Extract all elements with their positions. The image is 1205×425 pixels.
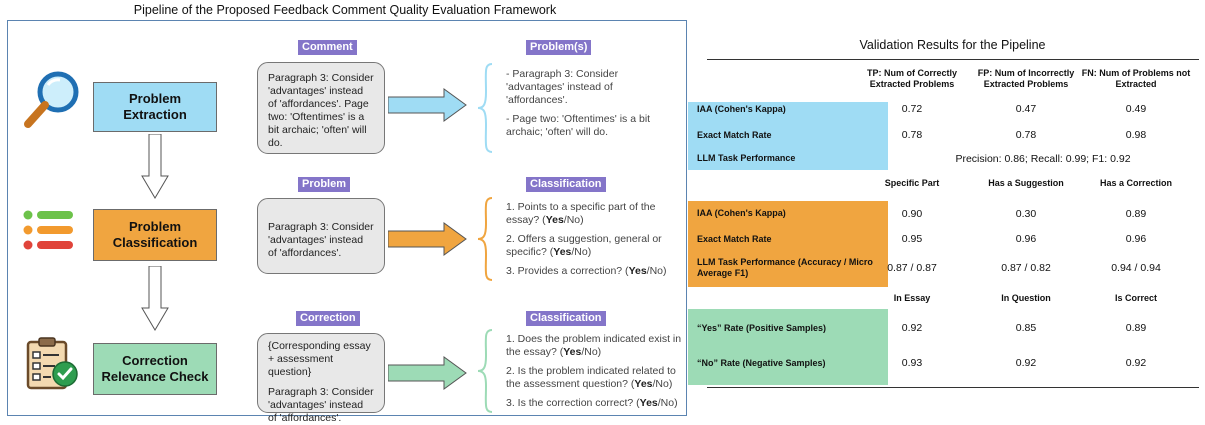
section-band-classification xyxy=(688,201,888,287)
column-header: Specific Part xyxy=(884,178,940,188)
correction-box: {Corresponding essay + assessment questi… xyxy=(257,333,385,424)
correction-header: Correction xyxy=(296,311,360,326)
table-cell: 0.92 xyxy=(1125,357,1147,369)
correction-context-text: {Corresponding essay + assessment questi… xyxy=(268,340,371,378)
comment-box: Paragraph 3: Consider 'advantages' inste… xyxy=(257,62,385,154)
llm-performance-value: Precision: 0.86; Recall: 0.99; F1: 0.92 xyxy=(955,153,1131,165)
column-header: Has a Correction xyxy=(1099,178,1173,188)
row-label: LLM Task Performance xyxy=(697,153,796,163)
table-cell: 0.96 xyxy=(1015,233,1037,245)
table-cell: 0.49 xyxy=(1125,103,1147,115)
table-cell: 0.96 xyxy=(1125,233,1147,245)
classification-header-2: Classification xyxy=(526,311,606,326)
table-cell: 0.98 xyxy=(1125,129,1147,141)
pipeline-title: Pipeline of the Proposed Feedback Commen… xyxy=(133,3,557,17)
magnifier-icon xyxy=(24,71,79,128)
comment-text: Paragraph 3: Consider 'advantages' inste… xyxy=(268,72,374,149)
table-top-rule xyxy=(707,59,1199,60)
stage-correction-relevance-check: Correction Relevance Check xyxy=(93,343,217,395)
relevance-list: 1. Does the problem indicated exist in t… xyxy=(506,333,684,416)
column-header: Is Correct xyxy=(1114,293,1158,303)
stage-problem-extraction: Problem Extraction xyxy=(93,82,217,132)
table-cell: 0.95 xyxy=(901,233,923,245)
row-label: Exact Match Rate xyxy=(697,234,772,244)
classification-item: 2. Offers a suggestion, general or speci… xyxy=(506,233,662,258)
table-cell: 0.89 xyxy=(1125,322,1147,334)
row-label: Exact Match Rate xyxy=(697,130,772,140)
classification-item: 1. Points to a specific part of the essa… xyxy=(506,201,656,226)
section-band-extraction xyxy=(688,102,888,170)
table-cell: 0.89 xyxy=(1125,208,1147,220)
stage-problem-classification: Problem Classification xyxy=(93,209,217,261)
brace-icon xyxy=(477,329,493,413)
right-arrow-icon xyxy=(388,356,467,390)
problems-header: Problem(s) xyxy=(526,40,592,55)
column-header: In Question xyxy=(1001,293,1051,303)
down-arrow-icon xyxy=(141,134,169,199)
brace-icon xyxy=(477,197,493,281)
classification-list: 1. Points to a specific part of the essa… xyxy=(506,201,678,284)
column-header: FP: Num of Incorrectly Extracted Problem… xyxy=(977,68,1075,89)
table-cell: 0.47 xyxy=(1015,103,1037,115)
table-cell: 0.92 xyxy=(1015,357,1037,369)
validation-title: Validation Results for the Pipeline xyxy=(859,38,1046,52)
problem-box: Paragraph 3: Consider 'advantages' inste… xyxy=(257,198,385,274)
row-label: “No” Rate (Negative Samples) xyxy=(697,358,826,368)
table-cell: 0.90 xyxy=(901,208,923,220)
right-arrow-icon xyxy=(388,222,467,256)
section-band-relevance xyxy=(688,309,888,385)
table-cell: 0.87 / 0.87 xyxy=(887,262,937,274)
problem-text: Paragraph 3: Consider 'advantages' inste… xyxy=(268,221,374,259)
row-label: LLM Task Performance (Accuracy / Micro A… xyxy=(697,257,873,278)
down-arrow-icon xyxy=(141,266,169,331)
table-cell: 0.78 xyxy=(1015,129,1037,141)
comment-header: Comment xyxy=(298,40,357,55)
table-bottom-rule xyxy=(707,387,1199,388)
row-label: “Yes” Rate (Positive Samples) xyxy=(697,323,827,333)
classification-item: 3. Provides a correction? (Yes/No) xyxy=(506,265,667,277)
row-label: IAA (Cohen's Kappa) xyxy=(697,104,786,114)
brace-icon xyxy=(477,63,493,153)
relevance-item: 2. Is the problem indicated related to t… xyxy=(506,365,676,390)
right-arrow-icon xyxy=(388,88,467,122)
correction-text: Paragraph 3: Consider 'advantages' inste… xyxy=(268,386,374,424)
table-cell: 0.30 xyxy=(1015,208,1037,220)
problem-header: Problem xyxy=(298,177,351,192)
column-header: In Essay xyxy=(893,293,931,303)
problem-item: - Paragraph 3: Consider 'advantages' ins… xyxy=(506,68,619,106)
table-cell: 0.94 / 0.94 xyxy=(1111,262,1161,274)
relevance-item: 3. Is the correction correct? (Yes/No) xyxy=(506,397,678,409)
table-cell: 0.92 xyxy=(901,322,923,334)
table-cell: 0.85 xyxy=(1015,322,1037,334)
table-cell: 0.93 xyxy=(901,357,923,369)
problem-item: - Page two: 'Oftentimes' is a bit archai… xyxy=(506,113,651,138)
table-cell: 0.72 xyxy=(901,103,923,115)
pipeline-frame xyxy=(7,20,687,416)
checklist-icon xyxy=(26,337,78,390)
column-header: FN: Num of Problems not Extracted xyxy=(1081,68,1191,89)
list-icon xyxy=(23,210,73,250)
classification-header: Classification xyxy=(526,177,606,192)
problems-list: - Paragraph 3: Consider 'advantages' ins… xyxy=(506,68,676,145)
table-cell: 0.78 xyxy=(901,129,923,141)
column-header: Has a Suggestion xyxy=(988,178,1064,188)
relevance-item: 1. Does the problem indicated exist in t… xyxy=(506,333,682,358)
row-label: IAA (Cohen's Kappa) xyxy=(697,208,786,218)
table-cell: 0.87 / 0.82 xyxy=(1001,262,1051,274)
column-header: TP: Num of Correctly Extracted Problems xyxy=(866,68,957,89)
